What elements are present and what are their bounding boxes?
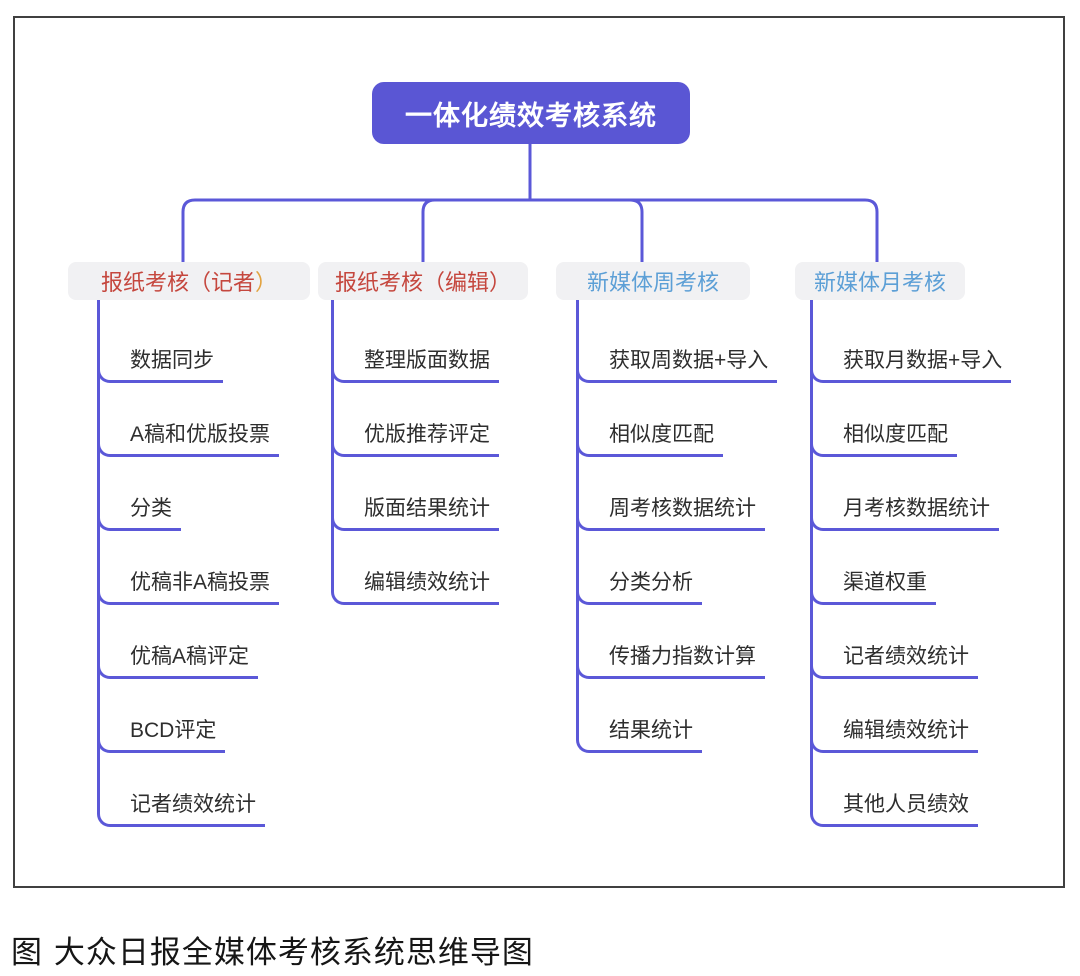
item-label: 获取周数据+导入 — [608, 348, 778, 383]
mindmap-item: 周考核数据统计 — [576, 457, 826, 531]
mindmap-item: 分类 — [97, 457, 347, 531]
mindmap-item: 结果统计 — [576, 679, 826, 753]
item-label: 数据同步 — [129, 348, 223, 383]
mindmap-item: 优版推荐评定 — [331, 383, 581, 457]
branch-items-newmedia-monthly: 获取月数据+导入 相似度匹配 月考核数据统计 渠道权重 记者绩效统计 编辑绩效统… — [810, 300, 1060, 827]
item-label: 相似度匹配 — [608, 422, 723, 457]
mindmap-item: 记者绩效统计 — [97, 753, 347, 827]
item-label: 其他人员绩效 — [842, 792, 978, 827]
branch-header-label-suffix: ） — [255, 270, 278, 295]
item-label: 优版推荐评定 — [363, 422, 499, 457]
item-label: 周考核数据统计 — [608, 496, 765, 531]
branch-header-label: 报纸考核（编辑） — [334, 270, 511, 295]
mindmap-item: 优稿A稿评定 — [97, 605, 347, 679]
item-label: 记者绩效统计 — [129, 792, 265, 827]
item-label: 传播力指数计算 — [608, 644, 765, 679]
item-label: 相似度匹配 — [842, 422, 957, 457]
mindmap-item: 其他人员绩效 — [810, 753, 1060, 827]
item-label: 渠道权重 — [842, 570, 936, 605]
item-label: 优稿非A稿投票 — [129, 570, 280, 605]
root-node: 一体化绩效考核系统 — [372, 82, 690, 144]
mindmap-item: BCD评定 — [97, 679, 347, 753]
branch-header-newspaper-reporter: 报纸考核（记者） — [68, 262, 310, 300]
mindmap-item: 相似度匹配 — [810, 383, 1060, 457]
item-label: 分类 — [129, 496, 181, 531]
branch-header-newmedia-monthly: 新媒体月考核 — [795, 262, 965, 300]
item-label: 结果统计 — [608, 718, 702, 753]
item-label: 记者绩效统计 — [842, 644, 978, 679]
item-label: A稿和优版投票 — [129, 422, 280, 457]
diagram-frame — [13, 16, 1065, 888]
branch-items-newmedia-weekly: 获取周数据+导入 相似度匹配 周考核数据统计 分类分析 传播力指数计算 结果统计 — [576, 300, 826, 753]
mindmap-item: 数据同步 — [97, 300, 347, 383]
branch-header-label: 新媒体周考核 — [586, 270, 719, 295]
mindmap-item: 传播力指数计算 — [576, 605, 826, 679]
item-label: BCD评定 — [129, 718, 226, 753]
branch-items-newspaper-editor: 整理版面数据 优版推荐评定 版面结果统计 编辑绩效统计 — [331, 300, 581, 605]
item-label: 编辑绩效统计 — [363, 570, 499, 605]
item-label: 分类分析 — [608, 570, 702, 605]
mindmap-item: 编辑绩效统计 — [810, 679, 1060, 753]
mindmap-item: A稿和优版投票 — [97, 383, 347, 457]
branch-header-label: 新媒体月考核 — [813, 270, 946, 295]
mindmap-item: 获取周数据+导入 — [576, 300, 826, 383]
branch-header-label: 报纸考核（记者 — [100, 270, 255, 295]
mindmap-item: 获取月数据+导入 — [810, 300, 1060, 383]
item-label: 优稿A稿评定 — [129, 644, 259, 679]
figure-caption: 图 大众日报全媒体考核系统思维导图 — [11, 935, 534, 971]
mindmap-item: 编辑绩效统计 — [331, 531, 581, 605]
item-label: 月考核数据统计 — [842, 496, 999, 531]
mindmap-item: 整理版面数据 — [331, 300, 581, 383]
mindmap-item: 月考核数据统计 — [810, 457, 1060, 531]
item-label: 整理版面数据 — [363, 348, 499, 383]
mindmap-item: 分类分析 — [576, 531, 826, 605]
mindmap-item: 渠道权重 — [810, 531, 1060, 605]
mindmap-item: 优稿非A稿投票 — [97, 531, 347, 605]
item-label: 获取月数据+导入 — [842, 348, 1012, 383]
branch-items-newspaper-reporter: 数据同步 A稿和优版投票 分类 优稿非A稿投票 优稿A稿评定 BCD评定 记者绩… — [97, 300, 347, 827]
mindmap-item: 相似度匹配 — [576, 383, 826, 457]
branch-header-newmedia-weekly: 新媒体周考核 — [556, 262, 750, 300]
mindmap-item: 版面结果统计 — [331, 457, 581, 531]
mindmap-item: 记者绩效统计 — [810, 605, 1060, 679]
item-label: 编辑绩效统计 — [842, 718, 978, 753]
item-label: 版面结果统计 — [363, 496, 499, 531]
root-node-label: 一体化绩效考核系统 — [405, 100, 657, 131]
branch-header-newspaper-editor: 报纸考核（编辑） — [318, 262, 528, 300]
